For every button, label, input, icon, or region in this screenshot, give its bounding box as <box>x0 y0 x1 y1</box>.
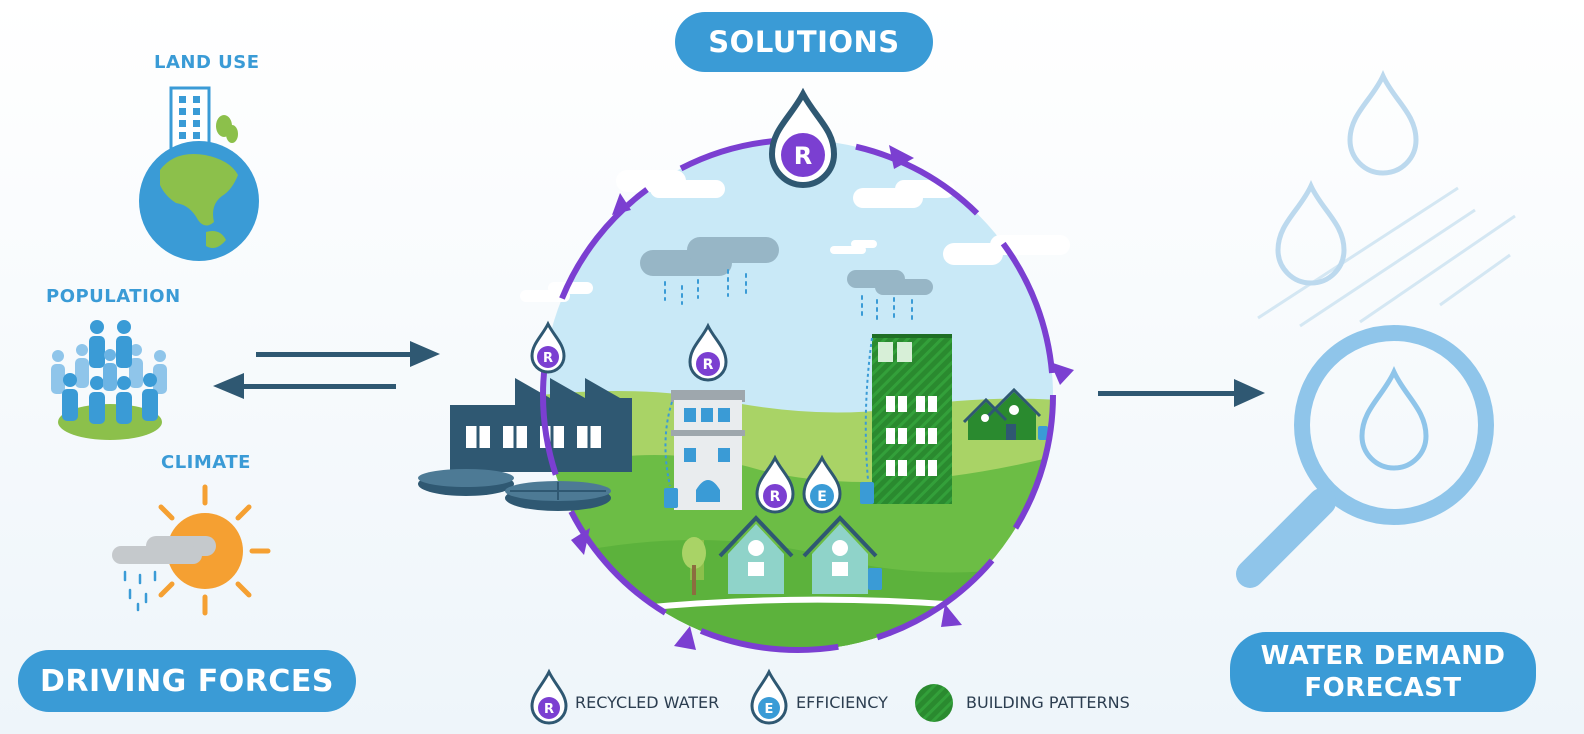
globe-with-building-icon <box>139 86 259 261</box>
recycled-drop-top-letter: R <box>794 142 812 170</box>
population-label: POPULATION <box>46 286 181 307</box>
legend-efficiency-icon: E <box>750 668 788 725</box>
houses-icon <box>682 515 882 595</box>
climate-label: CLIMATE <box>161 452 251 473</box>
recycled-drop-houses-letter: R <box>770 489 781 505</box>
legend-efficiency-label: EFFICIENCY <box>796 693 888 712</box>
recycled-drop-factory-letter: R <box>543 351 553 366</box>
people-group-icon <box>51 320 167 440</box>
recycled-drop-factory: R <box>530 320 566 374</box>
factory-icon <box>418 378 632 511</box>
legend-recycled-letter: R <box>544 702 554 717</box>
green-building-icon <box>860 334 952 504</box>
forecast-title-line1: WATER DEMAND <box>1260 641 1506 671</box>
legend-recycled-water-icon: R <box>530 668 568 725</box>
forecast-title-line2: FORECAST <box>1304 673 1462 703</box>
backward-arrow-icon <box>213 373 396 399</box>
to-forecast-arrow-icon <box>1098 379 1265 407</box>
legend-building-patterns-icon <box>915 684 953 722</box>
cycle-arrowheads <box>571 145 1074 650</box>
water-cycle-scene <box>418 137 1074 653</box>
magnifier-water-drop-icon <box>1236 70 1516 588</box>
driving-forces-heading: DRIVING FORCES <box>18 650 356 712</box>
legend-recycled-water-label: RECYCLED WATER <box>575 693 720 712</box>
legend-efficiency-letter: E <box>765 702 774 717</box>
efficiency-drop-houses: E <box>802 454 842 514</box>
land-use-label: LAND USE <box>154 52 260 73</box>
legend-building-patterns-label: BUILDING PATTERNS <box>966 693 1130 712</box>
green-houses-icon <box>962 387 1048 440</box>
water-demand-forecast-heading: WATER DEMAND FORECAST <box>1230 632 1536 712</box>
recycled-drop-office: R <box>688 322 728 382</box>
sun-cloud-rain-icon <box>112 484 271 616</box>
office-building-icon <box>664 390 745 510</box>
recycled-drop-top: R <box>768 87 838 188</box>
solutions-heading: SOLUTIONS <box>675 12 933 72</box>
recycled-drop-houses: R <box>755 454 795 514</box>
recycled-drop-office-letter: R <box>703 357 714 373</box>
forward-arrow-icon <box>256 341 440 367</box>
efficiency-drop-houses-letter: E <box>817 489 827 505</box>
